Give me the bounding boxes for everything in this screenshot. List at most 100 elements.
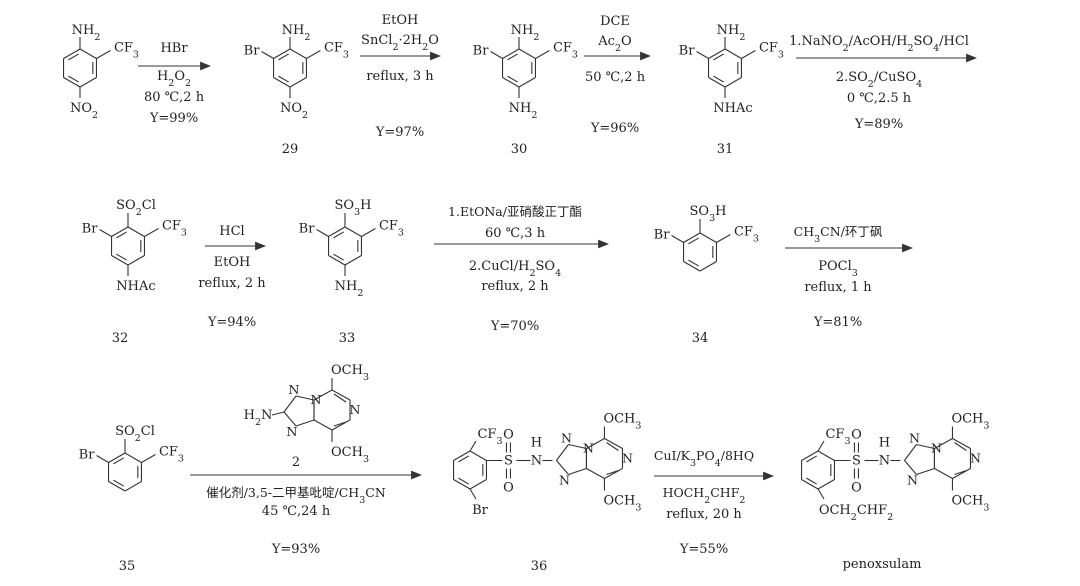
pen-nh-h: H [879,436,890,451]
pen-o-top: O [851,428,862,443]
s7-below-2: Y=81% [813,315,862,330]
c30-cf3: CF3 [553,41,578,61]
c2-double-bond [333,421,347,427]
c2-bond [331,389,351,401]
c33-cf3: CF3 [379,219,404,239]
c2-bond [295,395,315,401]
c33-ring-double-bond [333,253,344,261]
pen-cf3: CF3 [825,427,850,447]
compound-number-34: 34 [692,331,709,346]
c33-ring-bond [344,255,362,266]
c31-sub [696,51,709,59]
c34-ring-bond [683,232,701,243]
s2-above-0: EtOH [382,13,419,28]
pen-tz-n3: N [907,473,918,488]
c30-br: Br [473,44,490,59]
c34-ring-bond [683,261,701,272]
c36-cf3: CF3 [477,427,502,447]
c35-sub [96,455,109,463]
c2-och3-bottom: OCH3 [331,445,369,465]
compound-number-33: 33 [339,331,356,346]
pen-tz-n-pyr: N [970,451,981,466]
c32-ring-bond [127,255,145,266]
s7-below-1: reflux, 1 h [804,280,872,295]
c33-so3h: SO3H [335,198,372,218]
pen-ring-double-bond [806,477,817,485]
c2-bond [271,411,285,416]
c36-bottom: Br [472,503,489,518]
c36-tz-och3-top: OCH3 [603,412,641,432]
c35-sub [141,454,156,463]
s7-below-0: POCl3 [818,259,858,279]
c29-ring-bond [273,77,291,88]
c34-ring-bond [699,261,717,272]
c2-bond [313,389,333,401]
c30-nh2-b: NH2 [509,101,538,121]
c36-tz-bond [604,468,623,479]
c30-ring-bond [502,77,520,88]
c35-cf3: CF3 [159,445,184,465]
pen-sub [817,440,825,452]
c29-sub [261,51,274,59]
s1-above-0: HBr [160,41,188,56]
c2-n-bridge: N [311,392,322,407]
c36-ring-bond [469,479,487,490]
c31-sub [741,50,756,59]
c36-tz-bond [586,438,605,449]
s2-below-0: reflux, 3 h [366,69,434,84]
s6-below-2: Y=70% [490,319,539,334]
c34-br: Br [654,228,671,243]
c32-sub [144,228,159,237]
c34-sub [716,234,731,243]
s8-below-2: Y=93% [271,542,320,557]
c32-ring-double-bond [116,253,127,261]
c31-ring-bond [724,48,742,59]
c33-ring-bond [344,226,362,237]
s9-below-1: reflux, 20 h [666,507,742,522]
c29-ring-bond [289,48,307,59]
c35-ring-double-bond [113,457,124,465]
c34-sub [671,235,684,243]
pen-tz-bond [916,443,935,450]
c2-n-pyr: N [350,402,361,417]
s5-below-2: Y=94% [207,315,256,330]
c36-tz-bond [556,460,569,475]
c36-ring-bond [469,450,487,461]
c2-bond [283,411,297,427]
c36-tz-bond [604,438,623,449]
c28-ring-bond [63,48,81,59]
c33-ring-bond [328,255,346,266]
c29-ring-double-bond [278,75,289,83]
c31-nhac: NHAc [713,101,752,116]
c2-bond [331,419,351,431]
c34-cf3: CF3 [734,225,759,245]
s9-above-0: CuI/K3PO4/8HQ [654,448,754,469]
c31-ring-bond [724,77,742,88]
pen-ring-bond [801,479,819,490]
pen-s: S [852,454,861,469]
c32-cf3: CF3 [162,219,187,239]
pen-ring-bond [801,450,819,461]
c2-n1: N [289,382,300,397]
c36-tz-n1: N [561,431,572,446]
c32-so2cl: SO2Cl [116,198,156,218]
pen-tz-bond [952,438,971,449]
c36-tz-n-bridge: N [583,441,594,456]
c35-ring-bond [108,452,126,463]
pen-tz-bond [904,460,917,475]
c28-ring-bond [79,77,97,88]
s6-below-0: 2.CuCl/H2SO4 [469,259,561,279]
c36-tz-bond [568,443,587,450]
c31-cf3: CF3 [759,41,784,61]
s3-above-1: Ac2O [597,34,631,54]
c30-sub [490,51,503,59]
c2-n3: N [287,424,298,439]
c2-bond [283,395,297,413]
compound-number-36: 36 [531,559,548,574]
c31-ring-double-bond [713,75,724,83]
c36-nh-h: H [531,436,542,451]
s5-below-0: EtOH [214,255,251,270]
c36-ring-double-bond [458,455,469,463]
